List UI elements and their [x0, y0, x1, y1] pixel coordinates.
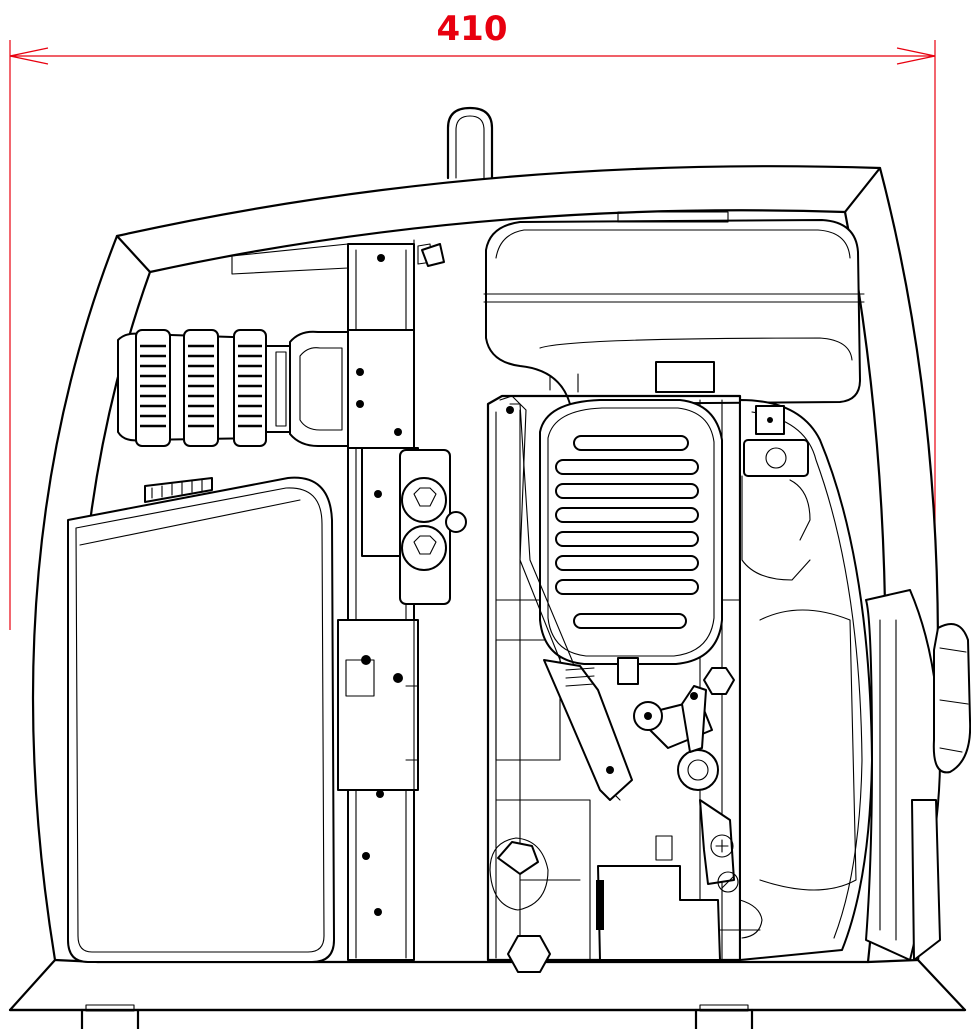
base-feet: [80, 1004, 754, 1029]
recoil-starter-housing: [739, 399, 941, 961]
fuel-tank: [67, 476, 335, 963]
start-handle[interactable]: [911, 623, 971, 961]
dimension-arrow-left-icon: [9, 47, 49, 65]
engine-fuel-tank: [483, 211, 865, 405]
frame-bolts: [356, 254, 402, 916]
top-plate: [231, 243, 349, 275]
hex-nut-icon: [413, 487, 437, 507]
carburetor: [596, 835, 763, 961]
governor-linkage: [633, 685, 739, 893]
intake-hose: [117, 329, 349, 447]
bolt-icon: [710, 834, 734, 858]
hose-ridges: [140, 344, 262, 428]
hex-nut: [703, 667, 735, 695]
air-filter: [539, 399, 723, 685]
drain-plug: [489, 837, 551, 973]
dimension-arrow-right-icon: [896, 47, 936, 65]
hose-rings: [135, 329, 267, 447]
lifting-handle: [446, 106, 494, 180]
dimension-label: 410: [437, 9, 508, 49]
width-dimension: 410: [9, 9, 936, 630]
air-filter-slots: [555, 435, 699, 629]
throttle-lever[interactable]: [543, 659, 633, 801]
engine-fittings: [741, 405, 811, 581]
valve-block: [399, 449, 467, 605]
